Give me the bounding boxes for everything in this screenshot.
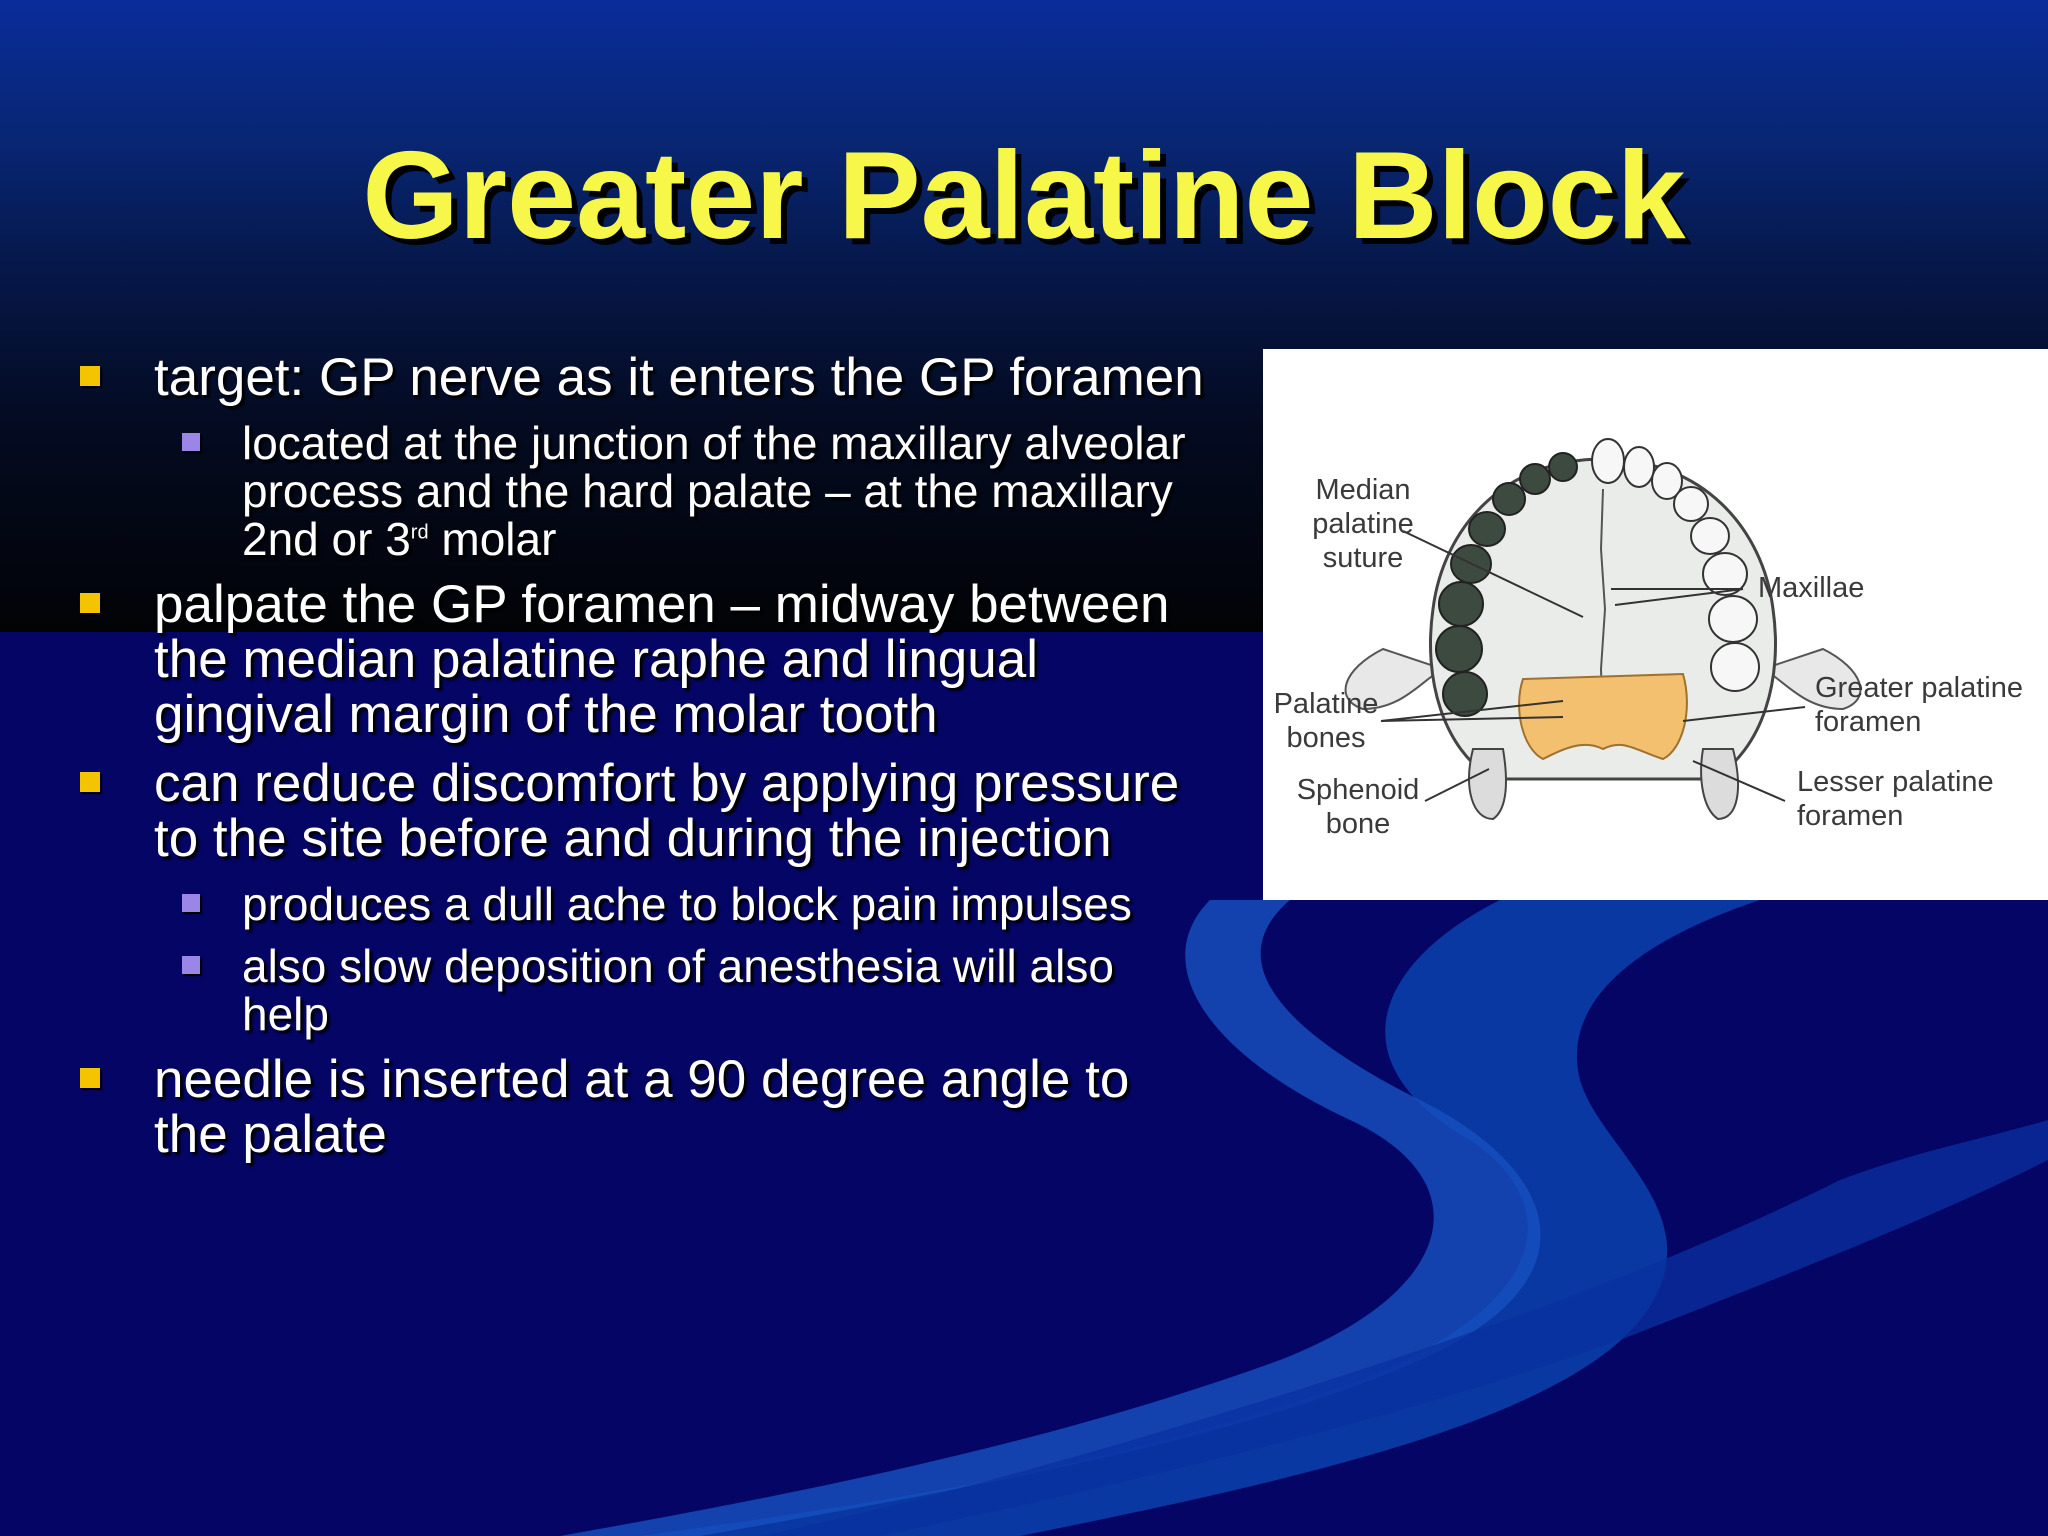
bullet-text: target: GP nerve as it enters the GP for… (154, 348, 1204, 407)
label-sphenoid-bone: Sphenoid bone (1296, 774, 1420, 840)
square-bullet-icon (80, 366, 100, 386)
ordinal-superscript: rd (410, 521, 429, 544)
bullet-item: needle is inserted at a 90 degree angle … (80, 1052, 1210, 1162)
slide-title: Greater Palatine Block (362, 127, 1686, 265)
square-bullet-icon (80, 593, 100, 613)
bullet-item: palpate the GP foramen – midway between … (80, 577, 1210, 742)
label-median-palatine-suture: Median palatine suture (1312, 474, 1414, 574)
bullet-text: palpate the GP foramen – midway between … (154, 575, 1170, 744)
sub-bullet-text: also slow deposition of anesthesia will … (242, 940, 1114, 1040)
hard-palate-illustration (1344, 438, 1862, 821)
square-sub-bullet-icon (182, 956, 200, 974)
sub-bullet-text: located at the junction of the maxillary… (242, 417, 1186, 565)
slide-content: target: GP nerve as it enters the GP for… (80, 350, 1210, 1176)
bullet-text: can reduce discomfort by applying pressu… (154, 754, 1180, 868)
sub-bullet-text: produces a dull ache to block pain impul… (242, 878, 1132, 930)
palate-diagram-figure: Median palatine suture Maxillae Palatine… (1263, 349, 2048, 900)
sub-bullet-item: located at the junction of the maxillary… (80, 419, 1210, 563)
square-sub-bullet-icon (182, 894, 200, 912)
bullet-text: needle is inserted at a 90 degree angle … (154, 1050, 1130, 1164)
sub-bullet-item: produces a dull ache to block pain impul… (80, 880, 1210, 928)
bullet-item: can reduce discomfort by applying pressu… (80, 756, 1210, 866)
sub-bullet-item: also slow deposition of anesthesia will … (80, 942, 1210, 1038)
square-bullet-icon (80, 1068, 100, 1088)
bullet-item: target: GP nerve as it enters the GP for… (80, 350, 1210, 405)
square-sub-bullet-icon (182, 433, 200, 451)
label-lesser-palatine-foramen: Lesser palatine foramen (1797, 766, 1994, 832)
label-greater-palatine-foramen: Greater palatine foramen (1815, 672, 2023, 738)
label-maxillae: Maxillae (1758, 572, 1865, 604)
square-bullet-icon (80, 772, 100, 792)
label-palatine-bones: Palatine bones (1273, 688, 1379, 754)
